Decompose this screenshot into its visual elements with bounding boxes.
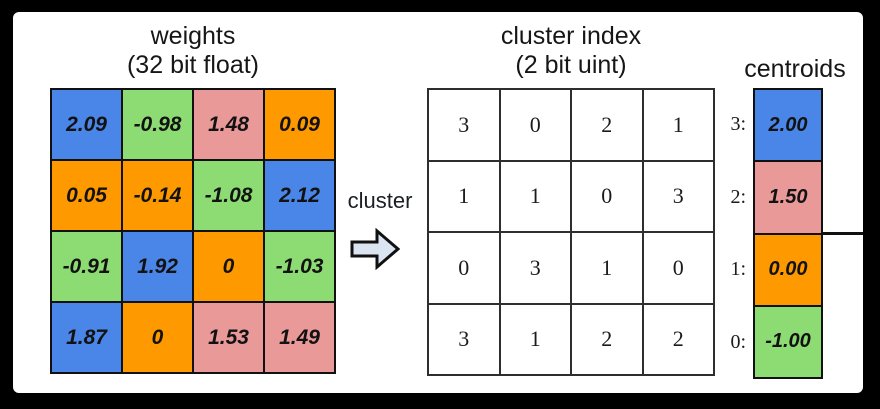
weight-value: 0 bbox=[151, 325, 164, 349]
weights-cell: -0.14 bbox=[123, 161, 192, 230]
cluster-index-value: 3 bbox=[529, 254, 541, 280]
centroid-value: 1.50 bbox=[768, 185, 808, 208]
cluster-index-cell: 0 bbox=[572, 161, 642, 231]
centroid-index-label: 0: bbox=[730, 331, 746, 354]
weights-cell: -0.98 bbox=[123, 90, 192, 159]
cluster-index-cell: 3 bbox=[429, 304, 499, 374]
cluster-index-value: 0 bbox=[529, 111, 541, 137]
weights-cell: -1.03 bbox=[265, 232, 334, 301]
cluster-index-matrix: 3 0 2 1 1 1 0 3 0 3 1 0 3 1 2 2 bbox=[427, 88, 715, 376]
weights-cell: 0 bbox=[123, 303, 192, 372]
cluster-index-value: 2 bbox=[601, 326, 613, 352]
cluster-index-cell: 2 bbox=[572, 304, 642, 374]
weights-cell: 0.05 bbox=[52, 161, 121, 230]
cluster-index-cell: 1 bbox=[429, 161, 499, 231]
cluster-index-cell: 1 bbox=[500, 304, 570, 374]
weight-value: 1.48 bbox=[208, 112, 249, 136]
weight-value: 0.09 bbox=[279, 112, 320, 136]
weights-cell: 1.87 bbox=[52, 303, 121, 372]
weights-cell: 1.49 bbox=[265, 303, 334, 372]
weight-value: -1.08 bbox=[204, 183, 253, 207]
weight-value: 0.05 bbox=[66, 183, 107, 207]
weights-title-line1: weights bbox=[150, 22, 236, 50]
weights-cell: 1.48 bbox=[194, 90, 263, 159]
cluster-index-cell: 1 bbox=[643, 90, 713, 160]
centroid-value: -1.00 bbox=[765, 330, 811, 353]
centroid-cell: 1.50 bbox=[755, 162, 821, 233]
centroids-title: centroids bbox=[744, 55, 846, 83]
weights-title: weights (32 bit float) bbox=[50, 22, 336, 80]
weight-value: -0.91 bbox=[62, 254, 111, 278]
weights-cell: 0 bbox=[194, 232, 263, 301]
weight-value: 1.92 bbox=[137, 254, 178, 278]
weight-value: 1.53 bbox=[208, 325, 249, 349]
cluster-index-value: 3 bbox=[672, 183, 684, 209]
cluster-index-value: 1 bbox=[601, 254, 613, 280]
weight-value: 1.87 bbox=[66, 325, 107, 349]
cluster-index-cell: 0 bbox=[500, 90, 570, 160]
centroid-value: 0.00 bbox=[768, 258, 808, 281]
cluster-index-cell: 1 bbox=[500, 161, 570, 231]
cluster-index-cell: 1 bbox=[572, 233, 642, 303]
centroid-index-labels: 3: 2: 1: 0: bbox=[713, 88, 749, 379]
weights-matrix: 2.09 -0.98 1.48 0.09 0.05 -0.14 -1.08 2.… bbox=[50, 88, 336, 374]
centroid-index-label: 1: bbox=[730, 258, 746, 281]
weight-value: -1.03 bbox=[275, 254, 324, 278]
centroids-table: 2.00 1.50 0.00 -1.00 bbox=[753, 88, 823, 379]
cluster-index-title-line1: cluster index bbox=[500, 22, 642, 50]
weight-value: -0.14 bbox=[133, 183, 182, 207]
weights-cell: 2.12 bbox=[265, 161, 334, 230]
cluster-index-cell: 3 bbox=[643, 161, 713, 231]
cluster-arrow-label: cluster bbox=[347, 188, 413, 213]
weights-cell: 1.53 bbox=[194, 303, 263, 372]
cluster-index-value: 3 bbox=[458, 111, 470, 137]
cluster-index-cell: 3 bbox=[500, 233, 570, 303]
cluster-index-value: 2 bbox=[601, 111, 613, 137]
figure-canvas: weights (32 bit float) 2.09 -0.98 1.48 0… bbox=[13, 12, 863, 393]
weight-value: 0 bbox=[222, 254, 235, 278]
cluster-index-value: 1 bbox=[458, 183, 470, 209]
centroid-cell: -1.00 bbox=[755, 306, 821, 377]
cluster-index-cell: 2 bbox=[572, 90, 642, 160]
cluster-index-value: 0 bbox=[458, 254, 470, 280]
cluster-index-cell: 0 bbox=[429, 233, 499, 303]
cluster-index-value: 0 bbox=[601, 183, 613, 209]
cluster-arrow-icon bbox=[350, 227, 401, 271]
cluster-index-cell: 3 bbox=[429, 90, 499, 160]
weight-value: 2.12 bbox=[279, 183, 320, 207]
weights-cell: -0.91 bbox=[52, 232, 121, 301]
cluster-index-title-line2: (2 bit uint) bbox=[515, 51, 627, 79]
weight-value: 2.09 bbox=[66, 112, 107, 136]
centroid-cell: 0.00 bbox=[755, 234, 821, 305]
cluster-index-value: 0 bbox=[672, 254, 684, 280]
weight-value: -0.98 bbox=[133, 112, 182, 136]
centroid-value: 2.00 bbox=[768, 113, 808, 136]
weights-cell: 0.09 bbox=[265, 90, 334, 159]
cluster-index-cell: 0 bbox=[643, 233, 713, 303]
weights-cell: -1.08 bbox=[194, 161, 263, 230]
cluster-index-value: 3 bbox=[458, 326, 470, 352]
cluster-index-cell: 2 bbox=[643, 304, 713, 374]
centroid-cell: 2.00 bbox=[755, 90, 821, 161]
cluster-index-value: 1 bbox=[672, 111, 684, 137]
weights-title-line2: (32 bit float) bbox=[126, 51, 259, 79]
centroid-index-label: 2: bbox=[730, 185, 746, 208]
cluster-index-value: 2 bbox=[672, 326, 684, 352]
centroid-index-label: 3: bbox=[730, 112, 746, 135]
centroid-connector-line bbox=[821, 232, 863, 235]
cluster-index-title: cluster index (2 bit uint) bbox=[427, 22, 715, 80]
weights-cell: 2.09 bbox=[52, 90, 121, 159]
cluster-index-value: 1 bbox=[529, 183, 541, 209]
weight-value: 1.49 bbox=[279, 325, 320, 349]
weights-cell: 1.92 bbox=[123, 232, 192, 301]
cluster-index-value: 1 bbox=[529, 326, 541, 352]
